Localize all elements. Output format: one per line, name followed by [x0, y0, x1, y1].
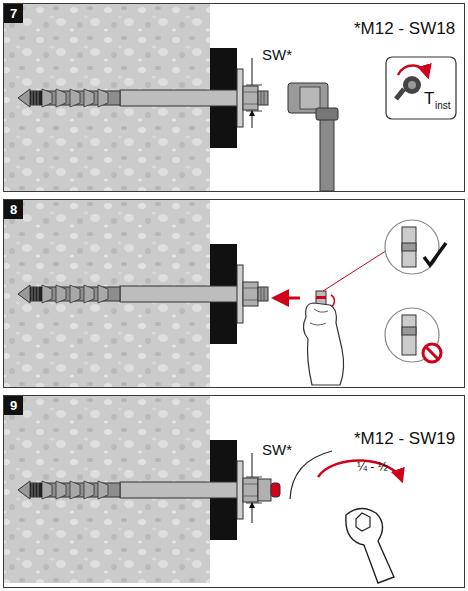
wrench-size-note: SW*: [262, 442, 292, 457]
step-panel: 8: [3, 199, 465, 388]
wrench-size-note: SW*: [262, 47, 292, 62]
step-panel: 9: [3, 395, 465, 588]
step-number: 8: [4, 200, 23, 219]
turn-amount: ¼ - ½: [357, 461, 388, 473]
torque-symbol: T: [424, 90, 434, 107]
step-number: 9: [4, 396, 23, 415]
step-number: 7: [4, 4, 23, 23]
size-spec: *M12 - SW19: [354, 430, 455, 447]
torque-subscript: inst: [435, 101, 451, 111]
size-spec: *M12 - SW18: [354, 20, 455, 37]
